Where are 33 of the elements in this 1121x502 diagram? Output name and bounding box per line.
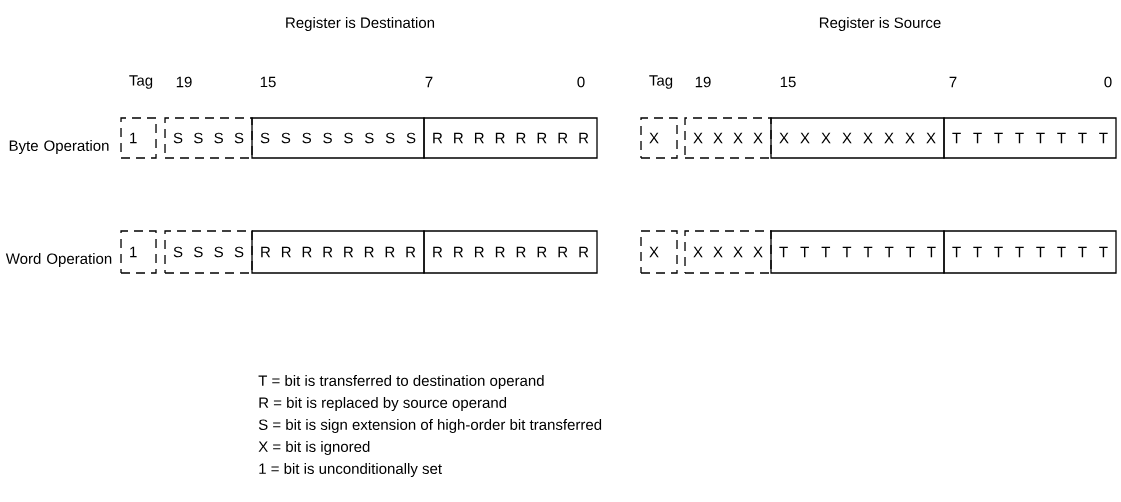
tag-bit-box: X (640, 230, 678, 274)
tag-bit-box: 1 (120, 117, 157, 159)
bit-number: 7 (949, 76, 957, 88)
bit-number: 15 (780, 76, 796, 88)
register-byte-box: R R R R R R R R (423, 117, 598, 159)
extension-bits-box: S S S S (164, 117, 253, 159)
register-byte-box: R R R R R R R R (423, 230, 598, 274)
tag-bit-box: 1 (120, 230, 157, 274)
register-heading: Register is Source (819, 17, 941, 31)
legend-entry: S = bit is sign extension of high-order bit transferred (258, 419, 602, 433)
bit-number: 7 (425, 76, 433, 88)
register-byte-box: X X X X X X X X (770, 117, 945, 159)
bit-number: Tag (129, 75, 153, 89)
extension-bits-box: S S S S (164, 230, 253, 274)
bit-number: 19 (695, 76, 711, 88)
register-heading: Register is Destination (286, 17, 435, 31)
register-byte-box: R R R R R R R R (251, 230, 425, 274)
bit-number: 0 (1104, 76, 1112, 88)
extension-bits-box: X X X X (684, 230, 772, 274)
legend-entry: 1 = bit is unconditionally set (259, 463, 442, 477)
extension-bits-box: X X X X (684, 117, 772, 159)
tag-bit-box: X (640, 117, 678, 159)
legend-entry: X = bit is ignored (258, 441, 370, 455)
legend-entry: T = bit is transferred to destination operand (258, 375, 544, 389)
bit-number: 19 (176, 76, 192, 88)
register-byte-box: T T T T T T T T (770, 230, 945, 274)
register-byte-box: T T T T T T T T (943, 117, 1117, 159)
bit-number: 15 (260, 76, 276, 88)
register-byte-box: T T T T T T T T (943, 230, 1117, 274)
bit-number: 0 (577, 76, 585, 88)
bit-number: Tag (649, 75, 673, 89)
register-byte-box: S S S S S S S S (251, 117, 425, 159)
legend-entry: R = bit is replaced by source operand (259, 397, 507, 411)
